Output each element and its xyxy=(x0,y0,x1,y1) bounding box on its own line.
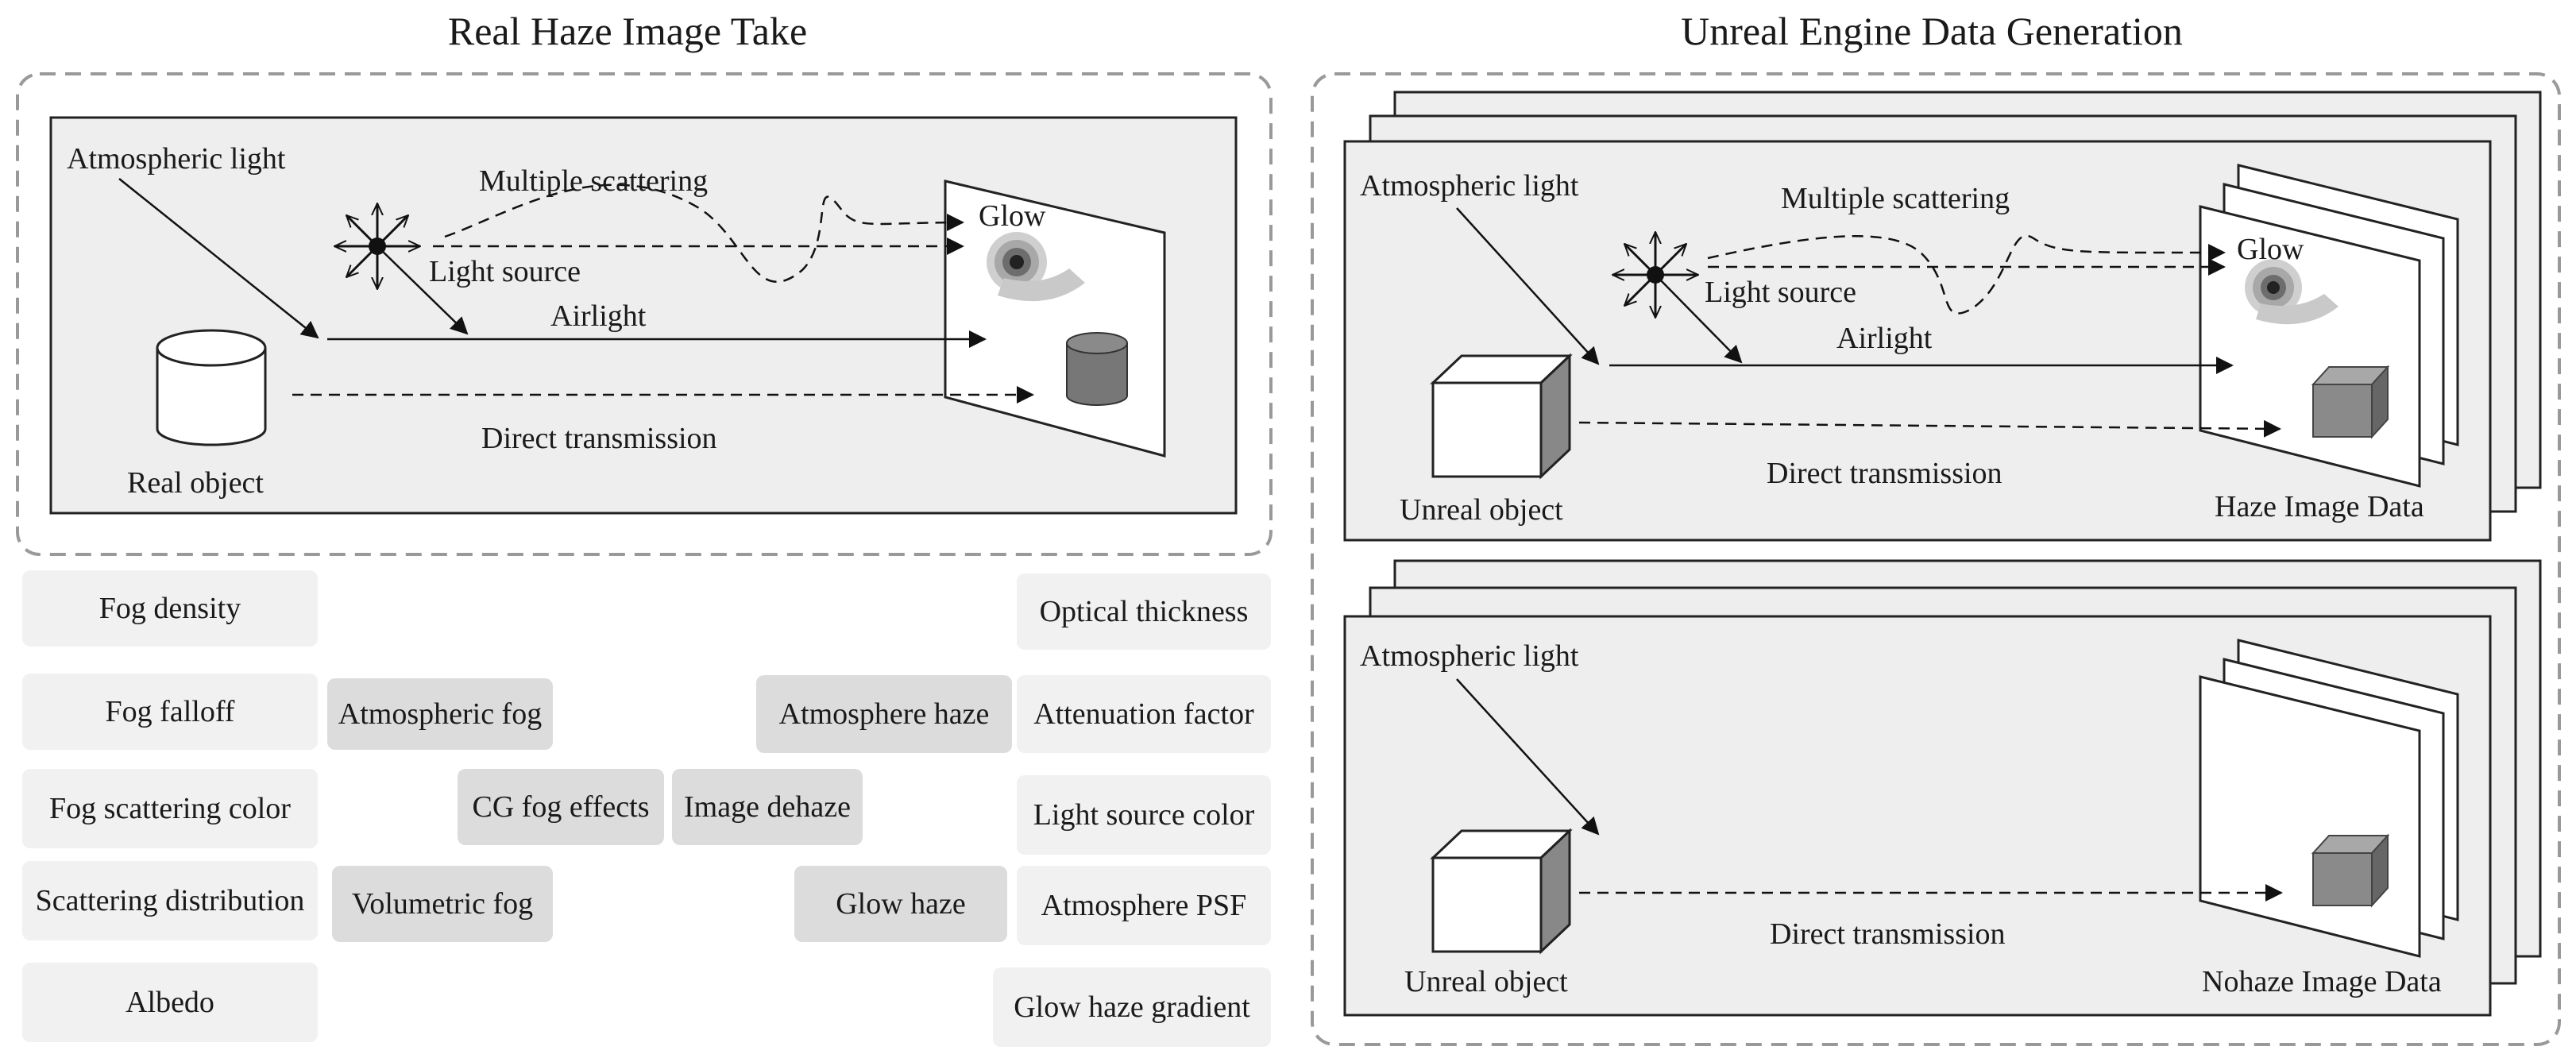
param-fog-scattering-color: Fog scattering color xyxy=(22,769,318,848)
param-optical-thickness: Optical thickness xyxy=(1017,573,1271,650)
haze-glow-label: Glow xyxy=(2237,233,2304,266)
haze-direct-transmission-label: Direct transmission xyxy=(1767,457,2002,490)
glow-icon xyxy=(987,232,1085,302)
param-fog-falloff: Fog falloff xyxy=(22,674,318,750)
haze-screen-cube-icon xyxy=(2311,365,2390,439)
effect-glow-haze: Glow haze xyxy=(794,866,1007,942)
param-light-source-color: Light source color xyxy=(1017,775,1271,855)
real-haze-title: Real Haze Image Take xyxy=(447,9,808,53)
haze-multiple-scattering-label: Multiple scattering xyxy=(1781,182,2010,215)
unreal-engine-frame xyxy=(1311,72,2561,1046)
haze-unreal-object-icon xyxy=(1430,353,1573,480)
haze-image-data-label: Haze Image Data xyxy=(2215,490,2424,523)
haze-glow-icon xyxy=(2245,259,2338,325)
unreal-engine-title: Unreal Engine Data Generation xyxy=(1681,9,2183,53)
nohaze-atmospheric-light-arrow xyxy=(1456,678,1600,836)
light-source-icon xyxy=(334,203,420,289)
real-atmospheric-light-label: Atmospheric light xyxy=(67,142,286,176)
haze-image-stack xyxy=(2199,164,2459,488)
nohaze-screen-cube-icon xyxy=(2311,833,2390,908)
real-object-label: Real object xyxy=(127,466,264,500)
effect-atmosphere-haze: Atmosphere haze xyxy=(756,675,1012,753)
nohaze-image-stack xyxy=(2199,639,2459,958)
effect-volumetric-fog: Volumetric fog xyxy=(332,866,553,942)
real-haze-frame xyxy=(16,72,1273,556)
light-to-airlight-arrow xyxy=(377,245,469,335)
multiple-scattering-path xyxy=(444,183,964,283)
param-albedo: Albedo xyxy=(22,963,318,1042)
param-fog-density: Fog density xyxy=(22,570,318,647)
real-glow-label: Glow xyxy=(979,199,1046,233)
real-airlight-label: Airlight xyxy=(550,299,647,333)
screen-cylinder-icon xyxy=(1066,332,1128,406)
haze-unreal-object-label: Unreal object xyxy=(1400,493,1563,527)
effect-atmospheric-fog: Atmospheric fog xyxy=(327,678,553,750)
haze-airlight-label: Airlight xyxy=(1836,322,1933,355)
real-multiple-scattering-label: Multiple scattering xyxy=(479,164,708,198)
atmospheric-light-arrow xyxy=(118,178,319,339)
real-direct-transmission-label: Direct transmission xyxy=(481,422,717,455)
nohaze-direct-transmission-label: Direct transmission xyxy=(1770,917,2006,951)
effect-image-dehaze: Image dehaze xyxy=(672,769,863,845)
haze-multiple-scattering-path xyxy=(1707,234,2226,315)
param-attenuation-factor: Attenuation factor xyxy=(1017,675,1271,753)
haze-light-source-label: Light source xyxy=(1705,276,1856,309)
nohaze-unreal-object-label: Unreal object xyxy=(1404,965,1568,998)
nohaze-image-data-label: Nohaze Image Data xyxy=(2202,965,2442,998)
haze-light-to-airlight-arrow xyxy=(1655,274,1743,364)
nohaze-unreal-object-icon xyxy=(1430,828,1573,955)
param-glow-haze-gradient: Glow haze gradient xyxy=(993,967,1271,1047)
haze-atmospheric-light-label: Atmospheric light xyxy=(1360,169,1579,203)
haze-atmospheric-light-arrow xyxy=(1456,207,1600,365)
haze-direct-transmission-arrow xyxy=(1578,419,2281,438)
param-atmosphere-psf: Atmosphere PSF xyxy=(1017,866,1271,945)
real-object-icon xyxy=(156,329,267,446)
nohaze-atmospheric-light-label: Atmospheric light xyxy=(1360,639,1579,673)
effect-cg-fog-effects: CG fog effects xyxy=(458,769,664,845)
real-light-source-label: Light source xyxy=(429,255,581,288)
param-scattering-distribution: Scattering distribution xyxy=(22,861,318,940)
